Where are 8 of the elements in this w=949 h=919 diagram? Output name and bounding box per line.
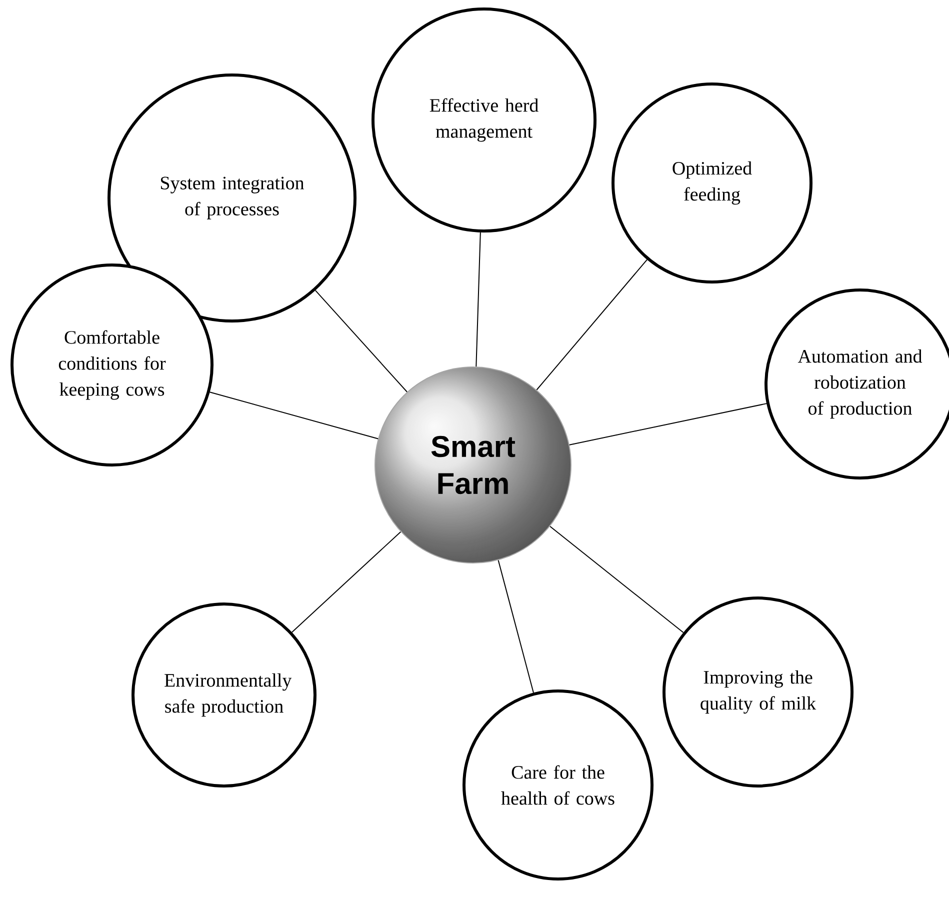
connector-line	[476, 232, 481, 368]
connector-line	[291, 531, 402, 633]
connector-line	[209, 392, 379, 440]
connector-line	[550, 526, 684, 634]
connector-line	[314, 290, 408, 392]
connector-line	[536, 259, 648, 390]
connector-line	[568, 403, 768, 446]
connector-line	[498, 560, 534, 694]
